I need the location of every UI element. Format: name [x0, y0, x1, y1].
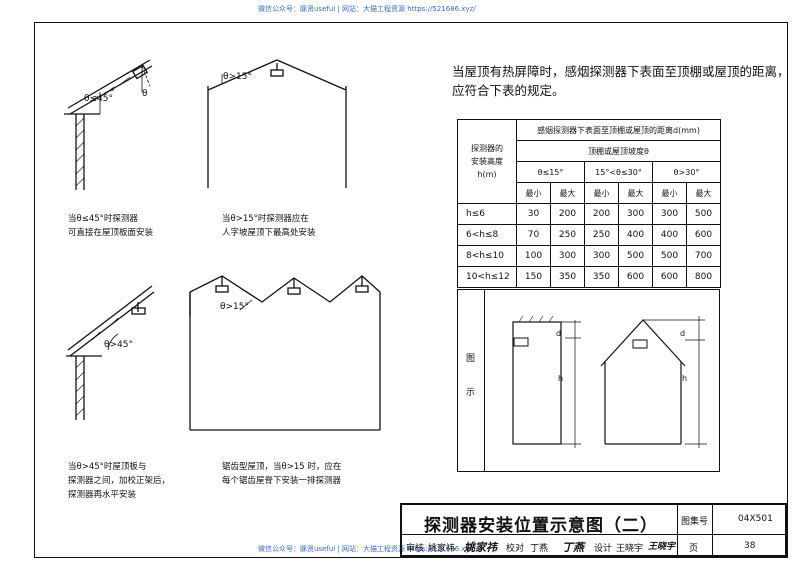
diagram-canvas	[64, 59, 381, 431]
dim-h-label-1: h	[558, 374, 564, 383]
design-signature: 王晓宇	[648, 542, 676, 552]
diagram-2-caption: 当θ>15°时探测器应在 人字坡屋顶下最高处安装	[222, 214, 316, 238]
drawing-title: 探测器安装位置示意图（二）	[424, 516, 658, 536]
distance-header: 感烟探测器下表面至顶棚或屋顶的距离d(mm)	[515, 119, 722, 141]
slope-group-2: 15°<θ≤30°	[584, 161, 653, 183]
min-header: 最小	[584, 182, 619, 204]
watermark-top: 微信公众号：豚贤useful | 网站：大猫工程资源 https://52168…	[258, 5, 476, 13]
slope-group-3: θ>30°	[651, 161, 722, 183]
max-header: 最大	[550, 182, 585, 204]
atlas-number: 04X501	[738, 514, 773, 524]
title-block: 探测器安装位置示意图（二） 图集号 04X501 页 38 审核 姚家祎 姚家祎…	[400, 503, 787, 557]
check-signature: 丁燕	[562, 541, 584, 554]
diagram-4-angle-label: θ>15°	[220, 302, 249, 312]
diagram-4-caption: 锯齿型屋顶，当θ>15 时，应在 每个锯齿屋脊下安装一排探测器	[222, 462, 342, 486]
title-col-divider	[677, 505, 678, 557]
max-header: 最大	[685, 182, 722, 204]
detector-distance-table: 探测器的 安装高度 h(m) 感烟探测器下表面至顶棚或屋顶的距离d(mm) 顶棚…	[457, 119, 722, 288]
dim-d-label-1: d	[556, 329, 562, 338]
diagram-3-angle-label: θ>45°	[104, 340, 133, 350]
figure-diagrams	[512, 315, 707, 448]
title-col-divider-2	[712, 505, 713, 557]
review-signature: 姚家祎	[464, 541, 497, 554]
review-label: 审核	[406, 544, 425, 554]
drawing-frame	[34, 22, 788, 558]
figure-label-1: 图	[466, 354, 476, 364]
max-header: 最大	[618, 182, 653, 204]
figure-divider	[484, 289, 485, 472]
diagram-1-theta-label: θ	[142, 89, 148, 99]
min-header: 最小	[652, 182, 687, 204]
diagram-1-caption: 当θ≤45°时探测器 可直接在屋顶板面安装	[68, 214, 154, 238]
diagram-1-angle-label: θ≤45°	[84, 94, 113, 104]
diagram-2-angle-label: θ>15°	[223, 72, 252, 82]
table-row: 10<h≤12 150 350 350 600 600 800	[457, 266, 722, 288]
min-header: 最小	[516, 182, 551, 204]
atlas-label: 图集号	[681, 517, 709, 527]
table-row: 6<h≤8 70 250 250 400 400 600	[457, 224, 722, 246]
design-name: 王晓宇	[616, 544, 644, 554]
check-label: 校对	[506, 544, 525, 554]
page-label: 页	[689, 544, 699, 554]
diagram-3-caption: 当θ>45°时屋顶板与 探测器之间，加校正架后， 探测器再水平安装	[68, 462, 171, 500]
diagram-2-pitched-roof	[207, 59, 347, 188]
dim-d-label-2: d	[680, 329, 686, 338]
heat-barrier-note: 当屋顶有热屏障时，感烟探测器下表面至顶棚或屋顶的距离， 应符合下表的规定。	[452, 64, 790, 98]
check-name: 丁燕	[530, 544, 549, 554]
diagram-3-steep-roof	[66, 285, 155, 420]
table-row: 8<h≤10 100 300 300 500 500 700	[457, 245, 722, 267]
figure-label-2: 示	[466, 388, 476, 398]
page-number: 38	[744, 541, 756, 551]
review-name: 姚家祎	[428, 544, 456, 554]
slope-header: 顶棚或屋顶坡度θ	[515, 140, 722, 162]
figure-box	[457, 289, 720, 472]
dim-h-label-2: h	[682, 374, 688, 383]
design-label: 设计	[594, 544, 613, 554]
title-divider	[402, 534, 785, 535]
watermark-bottom: 微信公众号：豚贤useful | 网站：大猫工程资源 https://52168…	[258, 545, 476, 553]
diagram-4-sawtooth-roof	[189, 275, 381, 431]
diagram-1-sloped-roof	[64, 59, 153, 190]
slope-group-1: θ≤15°	[516, 161, 585, 183]
height-header: 探测器的 安装高度 h(m)	[457, 119, 517, 204]
table-row: h≤6 30 200 200 300 300 500	[457, 203, 722, 225]
